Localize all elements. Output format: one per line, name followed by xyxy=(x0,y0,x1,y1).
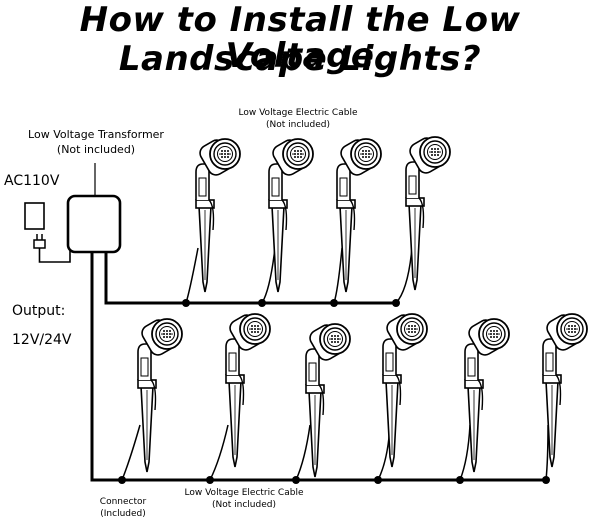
spotlight-icon xyxy=(542,311,588,468)
connector-note: (Included) xyxy=(100,509,146,519)
connector-icon xyxy=(182,299,400,307)
cable-top-note: (Not included) xyxy=(266,120,330,130)
cable-wires xyxy=(90,252,548,482)
cable-bottom-label: Low Voltage Electric Cable xyxy=(184,488,304,498)
spotlight-icon xyxy=(464,316,510,473)
cable-top-label: Low Voltage Electric Cable xyxy=(238,108,358,118)
spotlight-icon xyxy=(405,134,451,291)
cable-bottom-note: (Not included) xyxy=(212,500,276,510)
spotlight-icon xyxy=(382,311,428,468)
title-line-1: How to Install the Low Voltage xyxy=(79,0,521,76)
connector-label: Connector xyxy=(99,497,147,507)
transformer-note: (Not included) xyxy=(56,143,136,156)
spotlight-icon xyxy=(137,316,183,473)
spotlight-icon xyxy=(268,136,314,293)
output-label: Output: xyxy=(12,303,66,319)
lamp-leads-top xyxy=(185,247,413,304)
transformer-label: Low Voltage Transformer xyxy=(28,128,164,141)
spotlight-icon xyxy=(336,136,382,293)
output-voltage-label: 12V/24V xyxy=(12,332,72,348)
outlet-icon xyxy=(24,202,45,230)
transformer-icon xyxy=(66,163,122,254)
connector-icon xyxy=(118,476,550,484)
title-line-2: Landscape Lights? xyxy=(118,39,482,79)
spotlight-icon xyxy=(195,136,241,293)
spotlight-icon xyxy=(305,321,351,478)
spotlight-icon xyxy=(225,311,271,468)
plug-icon xyxy=(33,234,71,263)
lamp-leads-bottom xyxy=(121,424,549,481)
input-voltage-label: AC110V xyxy=(4,173,60,189)
